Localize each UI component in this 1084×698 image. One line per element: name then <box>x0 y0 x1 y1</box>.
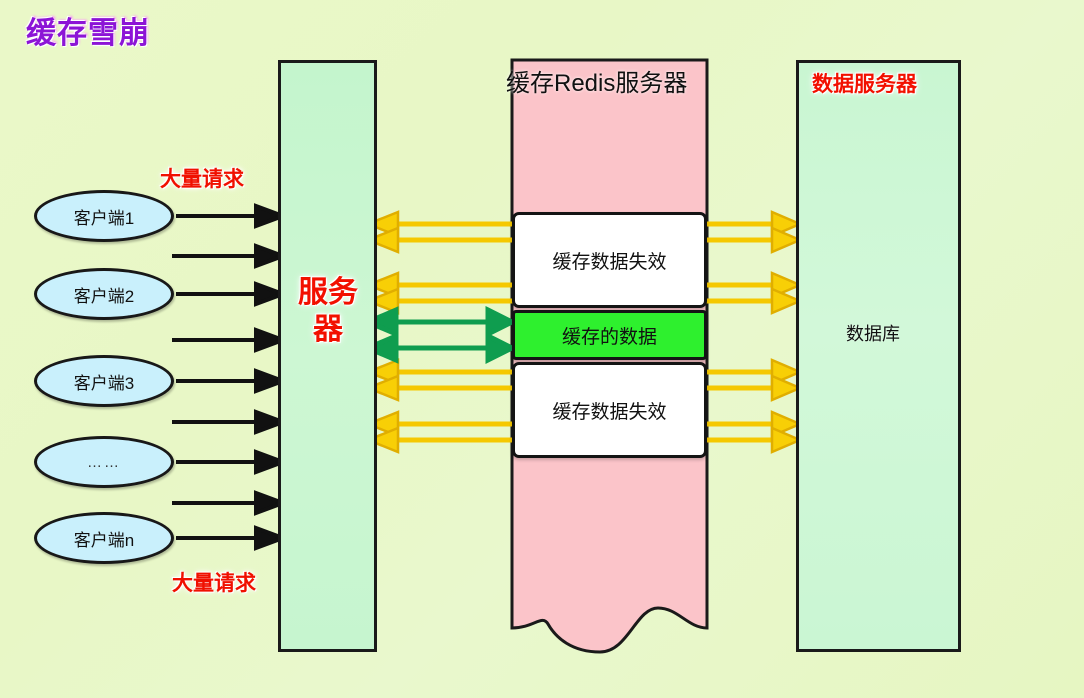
cache-hit-arrow-2 <box>361 331 518 365</box>
redis-server-label: 缓存Redis服务器 <box>506 70 688 97</box>
cache-hit-arrow-1 <box>361 305 518 339</box>
cache-band-invalid-top: 缓存数据失效 <box>512 212 707 308</box>
client-label: 客户端3 <box>73 373 135 393</box>
client-node-ellipsis[interactable]: …… <box>34 436 174 488</box>
request-label-bottom: 大量请求 <box>172 572 256 595</box>
client-arrow-2 <box>172 243 289 269</box>
cache-hit-arrows <box>361 305 518 365</box>
client-arrow-1 <box>176 203 289 229</box>
client-request-arrows <box>172 203 289 551</box>
application-server-box <box>278 60 377 652</box>
application-server-label: 服务器 <box>298 276 358 346</box>
client-arrow-3 <box>176 281 289 307</box>
client-node-3[interactable]: 客户端3 <box>34 355 174 407</box>
database-server-box <box>796 60 961 652</box>
client-node-n[interactable]: 客户端n <box>34 512 174 564</box>
client-arrow-6 <box>172 409 289 435</box>
client-node-2[interactable]: 客户端2 <box>34 268 174 320</box>
cache-band-label: 缓存的数据 <box>561 326 657 348</box>
client-node-1[interactable]: 客户端1 <box>34 190 174 242</box>
database-server-label: 数据服务器 <box>812 73 917 96</box>
client-arrow-7 <box>176 449 289 475</box>
client-label: 客户端1 <box>73 208 135 228</box>
client-arrow-9 <box>176 525 289 551</box>
cache-band-label: 缓存数据失效 <box>552 401 667 423</box>
cache-band-valid: 缓存的数据 <box>512 310 707 360</box>
client-label: …… <box>87 453 121 471</box>
database-cylinder-label: 数据库 <box>846 324 900 344</box>
cache-band-label: 缓存数据失效 <box>552 251 667 273</box>
cache-band-invalid-bottom: 缓存数据失效 <box>512 362 707 458</box>
client-label: 客户端n <box>73 530 135 550</box>
client-arrow-8 <box>172 490 289 516</box>
request-label-top: 大量请求 <box>160 168 244 191</box>
client-arrow-5 <box>176 368 289 394</box>
client-arrow-4 <box>172 327 289 353</box>
client-label: 客户端2 <box>73 286 135 306</box>
page-title: 缓存雪崩 <box>26 17 150 50</box>
